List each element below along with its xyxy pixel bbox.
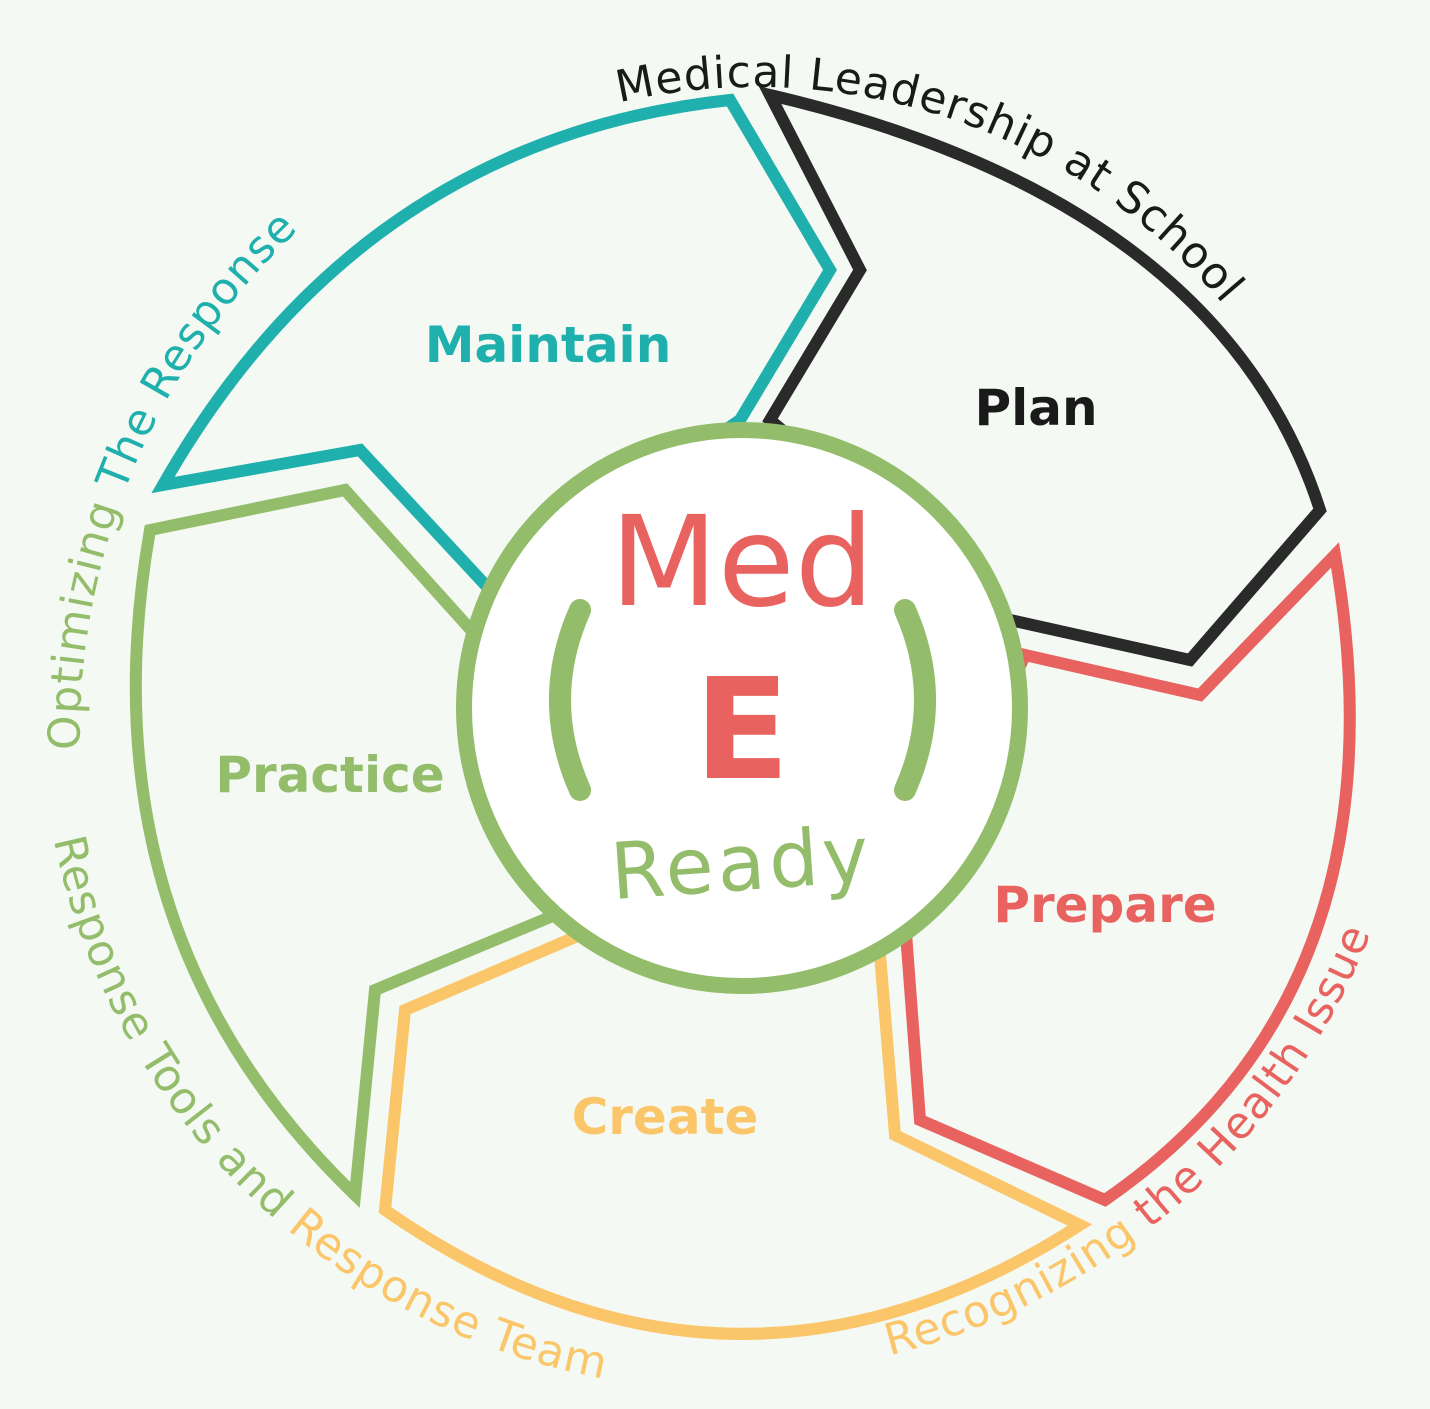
outer-text-the-response: The Response [86, 201, 306, 498]
logo-e-letter: E [694, 649, 790, 812]
prepare-label: Prepare [993, 876, 1216, 934]
maintain-label: Maintain [425, 316, 672, 374]
plan-segment [758, 86, 1327, 667]
create-label: Create [572, 1088, 759, 1146]
maintain-segment [151, 93, 837, 598]
outer-text-optimizing: Optimizing [40, 494, 130, 751]
outer-text-response-team: Response Team [280, 1198, 613, 1389]
logo-right-paren [894, 599, 936, 801]
practice-label: Practice [215, 746, 444, 804]
logo-ready-text: Ready [608, 810, 876, 918]
logo-left-paren [549, 599, 591, 801]
plan-label: Plan [974, 379, 1097, 437]
prepare-segment [898, 542, 1356, 1207]
outer-text-response-tools-and: Response Tools and [43, 831, 303, 1229]
center-logo-circle [456, 422, 1028, 994]
practice-segment [129, 483, 563, 1208]
outer-text-recognizing: Recognizing [879, 1205, 1145, 1366]
outer-text-recognizing-health-issue: Recognizingthe Health Issue [879, 917, 1381, 1366]
outer-text-the-health-issue: the Health Issue [1124, 917, 1381, 1238]
outer-text-response-tools-team: Response Tools andResponse Team [43, 831, 613, 1390]
create-segment [378, 928, 1093, 1340]
logo-med-text: Med [610, 490, 874, 635]
